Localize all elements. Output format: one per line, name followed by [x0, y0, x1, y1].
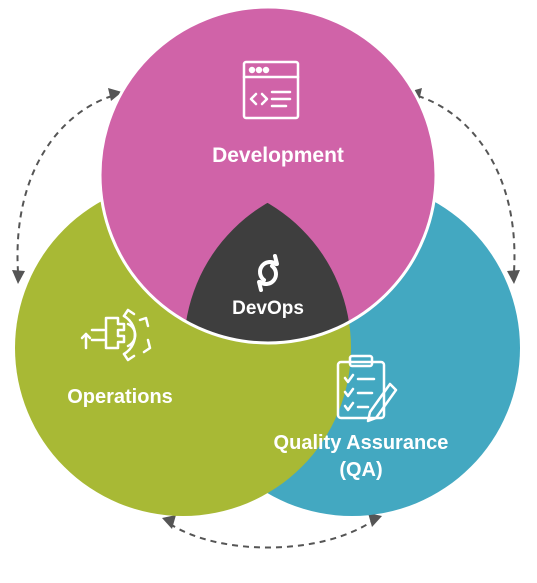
development-circle-outline [98, 5, 438, 345]
connector-arcs [16, 95, 516, 549]
dashed-arrow-bottom [169, 519, 375, 549]
devops-label: DevOps [232, 298, 304, 319]
arrowhead-icon [162, 515, 176, 529]
operations-label: Operations [67, 386, 173, 408]
dashed-arrow-right [417, 95, 516, 273]
clipboard-checklist-icon [336, 354, 398, 423]
browser-code-icon [242, 60, 300, 120]
development-circle [100, 7, 436, 343]
qa-label-line1: Quality Assurance [273, 432, 449, 454]
gear-process-icon [80, 308, 152, 362]
development-label: Development [212, 144, 344, 167]
arrowhead-icon [12, 270, 25, 284]
dashed-arrow-left [16, 95, 113, 273]
qa-label-line2: (QA) [339, 459, 383, 481]
arrowhead-icon [108, 88, 122, 101]
arrowhead-icon [368, 513, 382, 527]
cycle-arrows-icon [257, 254, 279, 292]
arrowhead-icon [507, 270, 520, 284]
